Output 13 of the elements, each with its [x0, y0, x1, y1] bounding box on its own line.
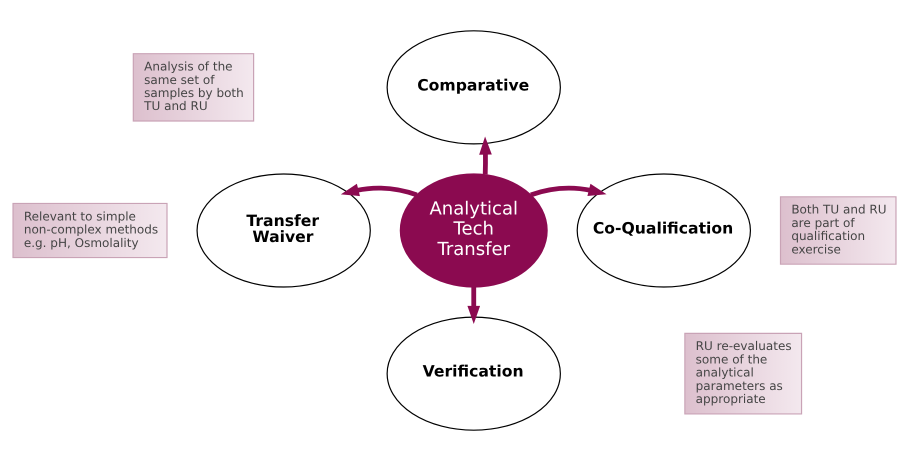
arrow: [467, 286, 480, 324]
node-ellipse: Transfer Waiver: [196, 172, 371, 288]
arrow: [530, 183, 607, 197]
node-box: RU re-evaluates some of the analytical parameters as appropriate: [684, 332, 802, 414]
node-ellipse: Verification: [386, 316, 561, 430]
arrow: [479, 136, 492, 174]
node-box: Analysis of the same set of samples by both TU and RU: [132, 52, 254, 122]
node-box: Relevant to simple non-complex methods e.g. pH, Osmolality: [12, 202, 168, 258]
node-ellipse: Co-Qualification: [576, 172, 752, 288]
node-ellipse: Comparative: [386, 30, 561, 144]
node-ellipse: Analytical Tech Transfer: [400, 172, 548, 288]
arrow: [340, 183, 418, 197]
node-box: Both TU and RU are part of qualification exercise: [780, 196, 897, 264]
